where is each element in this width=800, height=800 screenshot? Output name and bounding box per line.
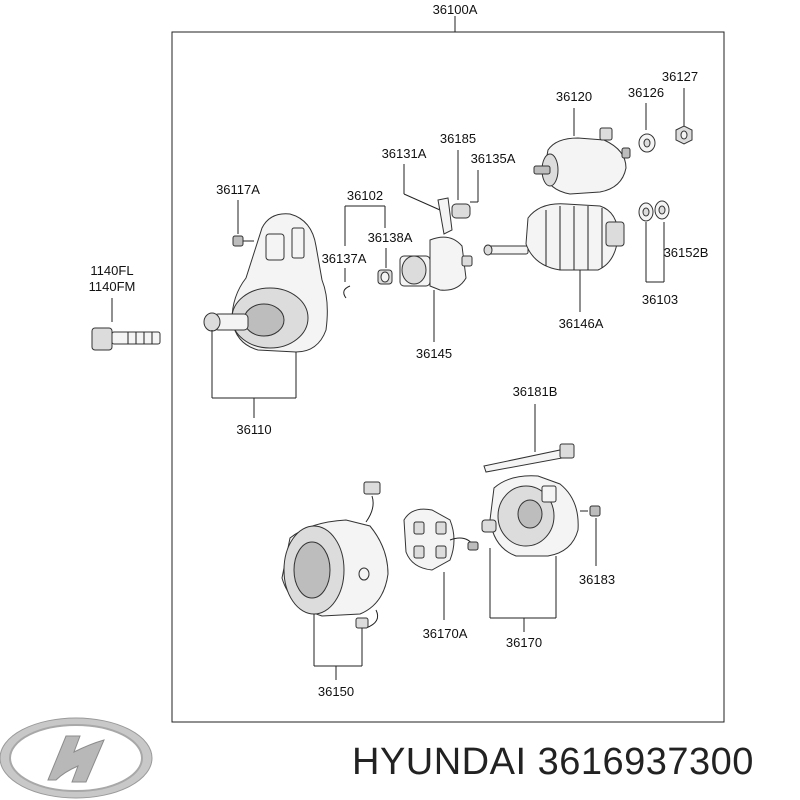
label-36183: 36183 [579,572,615,587]
yoke-36150-part [281,481,389,629]
label-36127: 36127 [662,69,698,84]
snap-ring-36137A-part [343,285,351,299]
label-36185: 36185 [440,131,476,146]
label-36102: 36102 [347,188,383,203]
label-36137A: 36137A [322,251,367,266]
brand-part-number-text: HYUNDAI 3616937300 [352,741,754,783]
label-36152B: 36152B [664,245,709,260]
assembly-frame [171,31,725,723]
pinion-36145-part [399,236,473,291]
solenoid-36120-part [533,127,631,195]
through-bolt-36181B-part [483,443,575,473]
screw-36117A-part [232,235,254,247]
label-36110: 36110 [236,422,271,437]
label-36126: 36126 [628,85,664,100]
bolt-1140FL-part [91,327,161,351]
label-36146A: 36146A [559,316,604,331]
label-36145: 36145 [416,346,452,361]
label-36150: 36150 [318,684,354,699]
label-36138A: 36138A [368,230,413,245]
screw-36183-part [580,505,601,517]
label-1140FM: 1140FM [89,279,136,294]
brush-holder-36170A-part [403,508,479,571]
armature-36146A-part [483,203,625,271]
label-36135A: 36135A [471,151,516,166]
label-36181B: 36181B [513,384,558,399]
label-36100A: 36100A [433,2,478,17]
front-housing-36110-part [203,213,328,353]
label-36117A: 36117A [216,182,260,197]
hyundai-logo [0,717,153,799]
label-36131A: 36131A [382,146,427,161]
bushing-36138A-part [377,269,393,285]
nut-36127-part [675,125,693,145]
rear-housing-36170-part [481,475,579,557]
label-1140FL: 1140FL [90,263,133,278]
lever-36131A-part [437,197,471,235]
label-36120: 36120 [556,89,592,104]
washers-36152B-part [638,200,670,222]
washer-36126-part [638,133,656,153]
label-36170A: 36170A [423,626,468,641]
label-36103: 36103 [642,292,678,307]
label-36170: 36170 [506,635,542,650]
